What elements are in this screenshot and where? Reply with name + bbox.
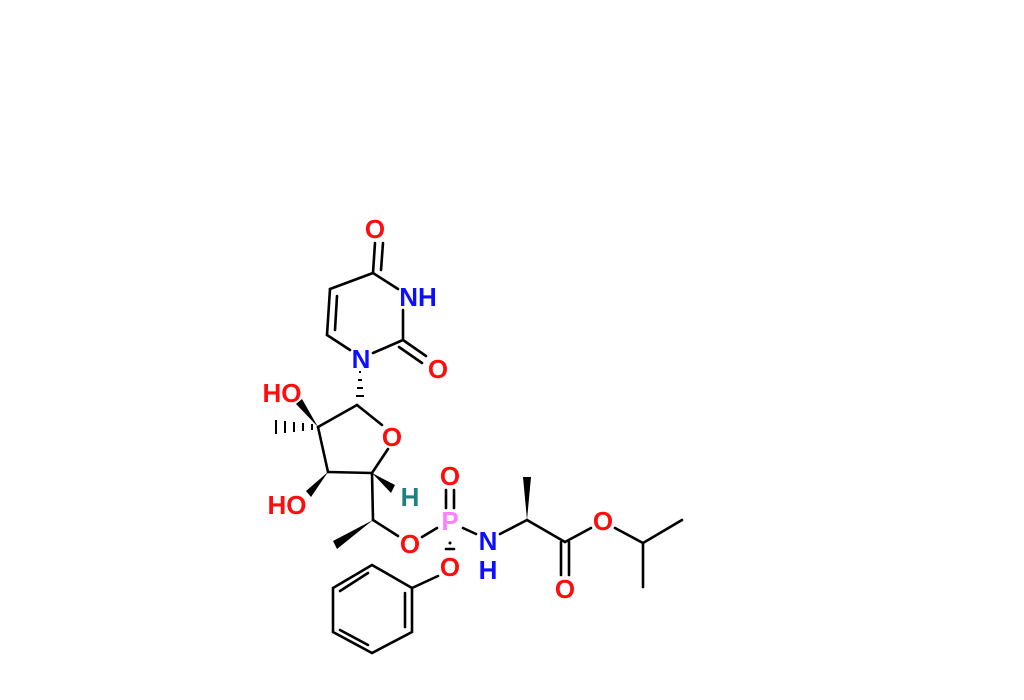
atom-h: H [479, 555, 498, 585]
atom-o: O [593, 506, 613, 536]
atom-o: O [400, 529, 420, 559]
atom-labels: O NH O N HO O HO H O O P O N H O O [263, 214, 614, 604]
atom-n: N [479, 526, 498, 556]
atom-h: H [401, 482, 420, 512]
atom-p: P [441, 506, 458, 536]
atom-ho: HO [268, 490, 307, 520]
atom-o: O [365, 214, 385, 244]
bonds [275, 241, 684, 655]
atom-ho: HO [263, 378, 302, 408]
atom-o: O [440, 461, 460, 491]
atom-o: O [555, 574, 575, 604]
atom-n: N [352, 344, 371, 374]
atom-nh: NH [399, 282, 437, 312]
atom-o: O [440, 552, 460, 582]
atom-o: O [382, 422, 402, 452]
atom-o: O [428, 354, 448, 384]
hashed-bond [356, 371, 364, 397]
